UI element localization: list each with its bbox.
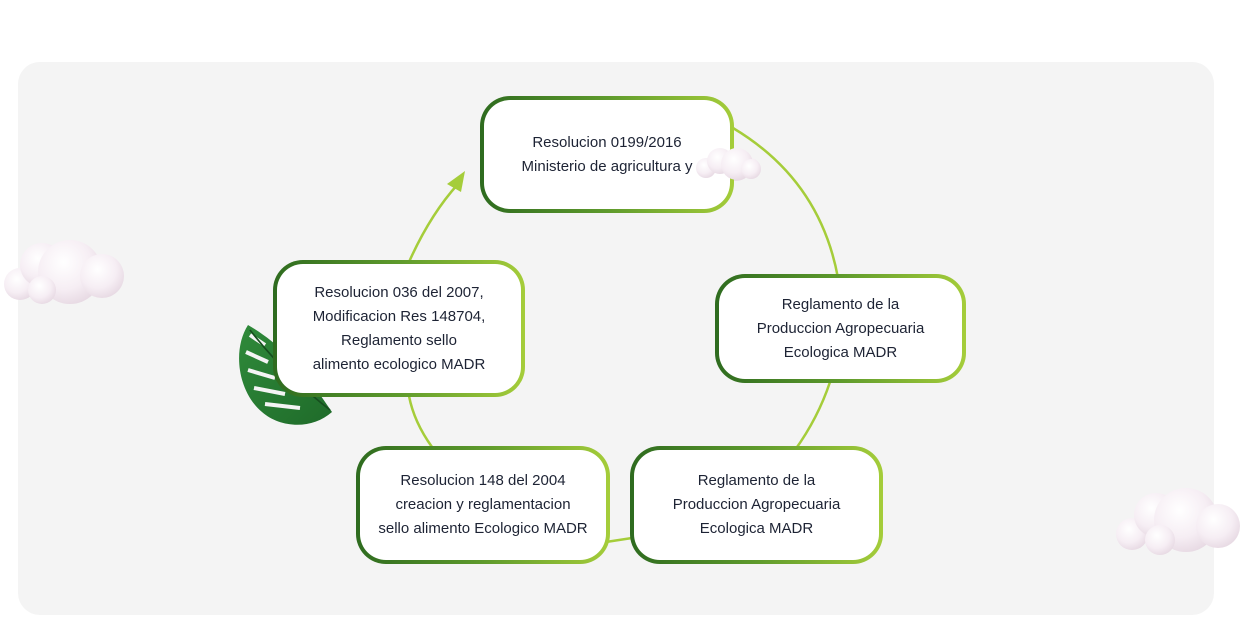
node-top-label: Resolucion 0199/2016 Ministerio de agric… [521, 133, 693, 175]
node-left-upper-label: Resolucion 036 del 2007, Modificacion Re… [312, 283, 486, 373]
node-right-upper: Reglamento de la Produccion Agropecuaria… [715, 274, 966, 383]
cloud-icon [1116, 488, 1240, 555]
node-left-lower-label: Resolucion 148 del 2004 creacion y regla… [378, 472, 588, 537]
node-left-upper-body: Resolucion 036 del 2007, Modificacion Re… [277, 264, 521, 393]
node-left-lower: Resolucion 148 del 2004 creacion y regla… [356, 446, 610, 564]
node-top: Resolucion 0199/2016 Ministerio de agric… [480, 96, 734, 213]
connector-top-to-right-upper [732, 126, 840, 279]
node-left-upper: Resolucion 036 del 2007, Modificacion Re… [273, 260, 525, 397]
node-right-upper-label: Reglamento de la Produccion Agropecuaria… [756, 295, 925, 361]
node-right-lower-label: Reglamento de la Produccion Agropecuaria… [672, 472, 841, 537]
node-right-upper-body: Reglamento de la Produccion Agropecuaria… [719, 278, 962, 379]
arrowhead-icon [447, 171, 465, 192]
cloud-icon [4, 240, 124, 304]
node-right-lower: Reglamento de la Produccion Agropecuaria… [630, 446, 883, 564]
node-right-lower-body: Reglamento de la Produccion Agropecuaria… [634, 450, 879, 560]
connector-right-lower-to-left-lower [605, 536, 633, 544]
node-top-body: Resolucion 0199/2016 Ministerio de agric… [484, 100, 730, 209]
connector-right-upper-to-right-lower [793, 381, 832, 451]
connector-left-lower-to-left-upper [407, 395, 434, 448]
node-left-lower-body: Resolucion 148 del 2004 creacion y regla… [360, 450, 606, 560]
connector-left-upper-to-top [407, 183, 459, 263]
